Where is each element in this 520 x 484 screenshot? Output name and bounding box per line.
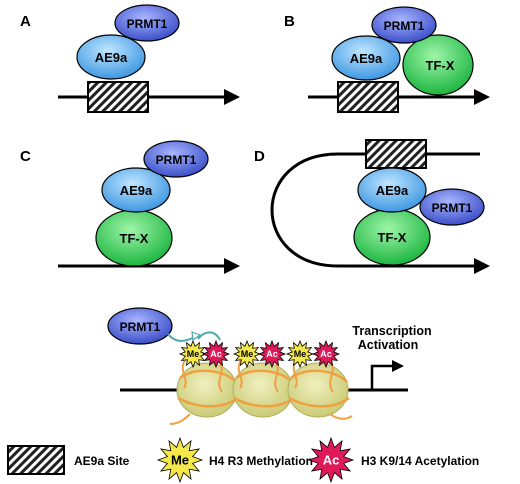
prmt1-protein [371,6,437,44]
nucleosome [287,359,353,420]
ae9a-label: AE9a [376,183,409,198]
activation-label: Activation [358,338,418,352]
methylation-star-icon: Me [285,339,315,369]
ae9a-protein [101,167,171,213]
legend-h4-methylation-label: H4 R3 Methylation [209,454,313,468]
tfx-label: TF-X [378,230,407,245]
acetylation-star-icon-text: Ac [266,349,278,359]
ae9a-protein [331,35,401,81]
ae9a-label: AE9a [120,183,153,198]
legend-h3-acetylation-label: H3 K9/14 Acetylation [361,454,479,468]
legend-ac-star: Ac [307,436,355,484]
prmt1-label: PRMT1 [432,201,473,215]
panel-letter-d: D [254,148,265,165]
methylation-star-icon-text: Me [187,349,200,359]
curved-arrow-icon [197,331,221,341]
prmt1-label: PRMT1 [120,320,161,334]
prmt1-label: PRMT1 [127,17,168,31]
legend-methylation-star-icon: Me [156,436,204,484]
transcription-label: Transcription [352,324,431,338]
prmt1-label: PRMT1 [156,153,197,167]
legend: AE9a Site Me H4 R3 Methylation Ac H3 K9/… [7,436,479,484]
methylation-star-icon: Me [232,339,262,369]
panel-a: A AE9a PRMT1 [20,4,240,113]
ae9a-site [365,139,427,169]
legend-me-star-text: Me [171,453,189,468]
legend-ae9a-site-swatch [7,445,65,475]
transcription-arrow-icon [224,89,240,105]
ae9a-site [87,81,149,113]
acetylation-star-icon-text: Ac [210,349,222,359]
prmt1-protein [419,188,485,226]
transcription-arrow-icon [224,258,240,274]
methylation-star-icon-text: Me [241,349,254,359]
panel-letter-b: B [284,13,295,30]
nucleosome [169,359,239,425]
ae9a-site [337,81,399,113]
acetylation-star-icon-text: Ac [320,349,332,359]
prmt1-protein [143,140,209,178]
arrowhead-icon [392,360,404,372]
transcription-arrow-icon [474,89,490,105]
arrowhead-icon [191,331,202,342]
prmt1-label: PRMT1 [384,19,425,33]
panel-d: D TF-X AE9a PRMT1 [254,139,490,274]
panel-c: C TF-X AE9a PRMT1 [20,140,240,274]
legend-me-star: Me [156,436,204,484]
legend-ac-star-text: Ac [323,453,340,468]
dna-loop [270,152,480,268]
prmt1-protein [107,307,173,345]
panel-b: B TF-X AE9a PRMT1 [284,6,490,113]
panel-letter-a: A [20,13,31,30]
ae9a-label: AE9a [350,51,383,66]
tfx-label: TF-X [120,231,149,246]
legend-acetylation-star-icon: Ac [307,436,355,484]
acetylation-star-icon: Ac [257,339,287,369]
acetylation-star-icon: Ac [311,339,341,369]
ae9a-protein [357,167,427,213]
ae9a-label: AE9a [95,50,128,65]
acetylation-star-icon: Ac [201,339,231,369]
methylation-star-icon-text: Me [294,349,307,359]
panel-letter-c: C [20,148,31,165]
transcription-start-arrow-icon [370,364,394,390]
nucleosome [232,359,295,418]
transcription-arrow-icon [474,258,490,274]
tfx-protein [402,34,474,96]
ae9a-protein [76,34,146,80]
tfx-label: TF-X [426,58,455,73]
legend-ae9a-site-label: AE9a Site [74,454,130,468]
prmt1-protein [114,4,180,42]
